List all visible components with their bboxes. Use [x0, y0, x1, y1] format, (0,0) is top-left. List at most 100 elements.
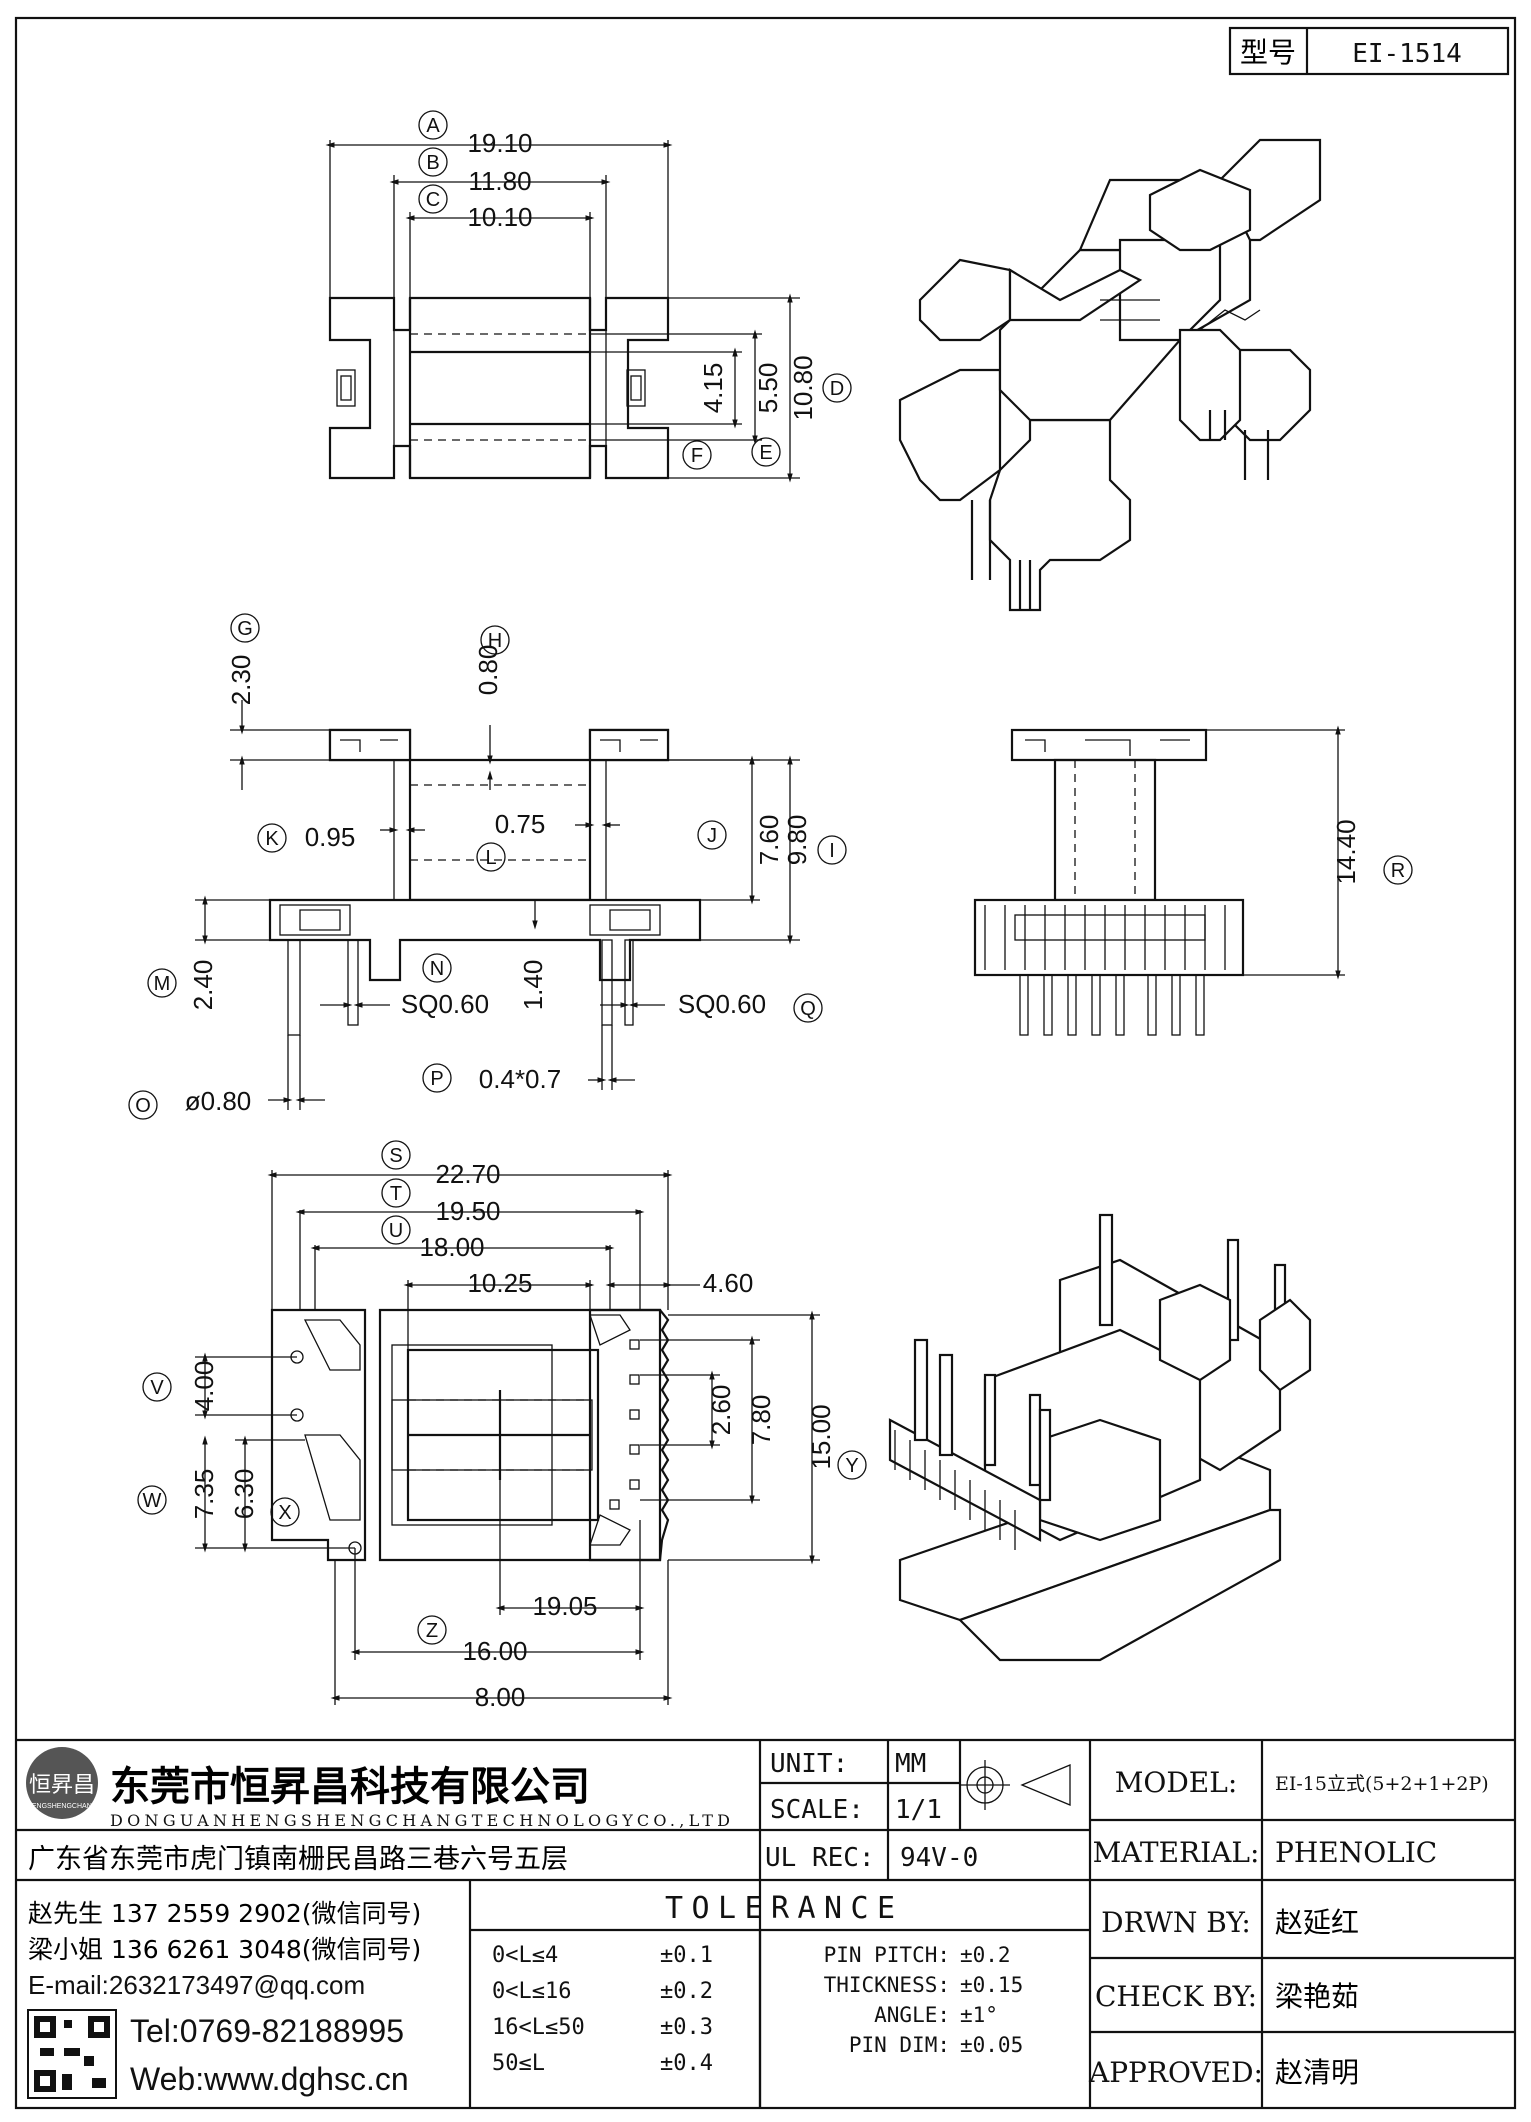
top-view: A B C 19.10 11.80 10.10 10.80 5.50 4.15 … [325, 110, 852, 483]
company-logo: 恒昇昌 HENGSHENGCHANG [26, 1747, 98, 1819]
isometric-view-top [898, 138, 1322, 612]
field-label-approved: APPROVED: [1088, 2056, 1263, 2089]
svg-text:D: D [830, 378, 844, 400]
dim-v: 4.00 [189, 1361, 219, 1412]
dim-m: 2.40 [188, 960, 218, 1011]
svg-text:E: E [759, 442, 772, 464]
isometric-view-bottom [888, 1213, 1312, 1662]
svg-text:L: L [485, 847, 496, 869]
pin-tol-value-3: ±1° [960, 2003, 998, 2027]
pin-tol-name-3: ANGLE: [874, 2003, 950, 2027]
company-tel: Tel:0769-82188995 [130, 2013, 404, 2049]
dim-y-2-60: 2.60 [706, 1385, 736, 1436]
svg-text:N: N [430, 958, 444, 980]
dim-z: 16.00 [462, 1636, 527, 1666]
scale-value: 1/1 [895, 1795, 942, 1825]
dim-u-10-25: 10.25 [467, 1268, 532, 1298]
company-name-cn: 东莞市恒昇昌科技有限公司 [110, 1764, 590, 1810]
tol-range-2: 0<L≤16 [492, 1979, 571, 2004]
svg-text:Y: Y [845, 1455, 858, 1477]
dim-n-1-40: 1.40 [518, 960, 548, 1011]
company-web: Web:www.dghsc.cn [130, 2061, 409, 2097]
model-box-label: 型号 [1240, 36, 1296, 69]
svg-text:Q: Q [800, 998, 816, 1020]
model-box-value: EI-1514 [1352, 39, 1462, 69]
svg-text:U: U [389, 1220, 403, 1242]
svg-text:X: X [278, 1502, 291, 1524]
svg-text:O: O [135, 1095, 151, 1117]
svg-text:P: P [430, 1068, 443, 1090]
contact-email: E-mail:2632173497@qq.com [28, 1970, 365, 2000]
dim-k: 0.95 [305, 822, 356, 852]
dim-e: 5.50 [753, 363, 783, 414]
field-value-model: EI-15立式(5+2+1+2P) [1275, 1773, 1489, 1795]
svg-text:I: I [829, 840, 835, 862]
dim-o: ø0.80 [185, 1086, 252, 1116]
svg-text:M: M [154, 973, 171, 995]
company-address: 广东省东莞市虎门镇南栅民昌路三巷六号五层 [28, 1844, 568, 1875]
dim-f: 4.15 [698, 363, 728, 414]
svg-text:C: C [426, 189, 440, 211]
ulrec-label: UL REC: [765, 1843, 875, 1873]
scale-label: SCALE: [770, 1795, 864, 1825]
model-box: 型号 EI-1514 [1228, 26, 1510, 76]
svg-text:Z: Z [426, 1620, 438, 1642]
dim-y-7-80: 7.80 [746, 1395, 776, 1446]
unit-label: UNIT: [770, 1749, 848, 1779]
tol-range-4: 50≤L [492, 2051, 545, 2076]
pin-tol-name-2: THICKNESS: [824, 1973, 950, 1997]
projection-symbol-icon [960, 1760, 1071, 1810]
company-name-en: DONGUANHENGSHENGCHANGTECHNOLOGYCO.,LTD [110, 1811, 730, 1830]
qr-code [27, 2009, 117, 2099]
svg-text:S: S [389, 1145, 402, 1167]
contact-1: 赵先生 137 2559 2902(微信同号) [28, 1899, 421, 1928]
pin-tol-name-1: PIN PITCH: [824, 1943, 950, 1967]
title-block: 恒昇昌 HENGSHENGCHANG 东莞市恒昇昌科技有限公司 DONGUANH… [16, 1738, 1515, 2108]
tol-value-1: ±0.1 [660, 1943, 713, 1968]
dim-u-4-60: 4.60 [703, 1268, 754, 1298]
svg-text:恒昇昌: 恒昇昌 [29, 1773, 95, 1798]
field-label-model: MODEL: [1115, 1766, 1238, 1799]
dim-c: 10.10 [467, 202, 532, 232]
svg-text:K: K [265, 828, 279, 850]
svg-text:V: V [150, 1377, 164, 1399]
dim-x: 6.30 [229, 1469, 259, 1520]
side-view: 14.40 R [973, 725, 1413, 1036]
pin-tol-value-4: ±0.05 [960, 2033, 1023, 2057]
dim-w: 7.35 [189, 1469, 219, 1520]
dim-y: 15.00 [806, 1404, 836, 1469]
tol-value-4: ±0.4 [660, 2051, 713, 2076]
unit-value: MM [895, 1749, 926, 1779]
bottom-view: S T U 22.70 19.50 18.00 10.25 4.60 4.00 … [137, 1140, 867, 1712]
dim-p: 0.4*0.7 [479, 1064, 561, 1094]
dim-s: 22.70 [435, 1159, 500, 1189]
dim-l: 0.75 [495, 809, 546, 839]
contact-2: 梁小姐 136 6261 3048(微信同号) [28, 1935, 421, 1964]
svg-text:W: W [143, 1490, 162, 1512]
field-label-material: MATERIAL: [1093, 1836, 1260, 1869]
field-label-drawn-by: DRWN BY: [1101, 1906, 1251, 1939]
dim-n-sq: SQ0.60 [401, 989, 489, 1019]
svg-text:F: F [691, 445, 703, 467]
tol-value-3: ±0.3 [660, 2015, 713, 2040]
dim-z-8-00: 19.05 [532, 1591, 597, 1621]
dim-r: 14.40 [1331, 819, 1361, 884]
tol-value-2: ±0.2 [660, 1979, 713, 2004]
sheet-border [14, 16, 1517, 2110]
field-value-material: PHENOLIC [1275, 1836, 1437, 1869]
svg-text:B: B [426, 152, 439, 174]
front-view: 2.30 G 0.80 H 0.95 K 0.75 L 7.60 9.80 J … [128, 613, 847, 1120]
svg-text:R: R [1391, 860, 1405, 882]
dim-g: 2.30 [226, 655, 256, 706]
tol-range-1: 0<L≤4 [492, 1943, 558, 1968]
field-value-approved: 赵清明 [1275, 2056, 1359, 2089]
tol-range-3: 16<L≤50 [492, 2015, 585, 2040]
dim-z-19-05: 8.00 [475, 1682, 526, 1712]
svg-text:HENGSHENGCHANG: HENGSHENGCHANG [27, 1803, 97, 1810]
ulrec-value: 94V-0 [900, 1843, 978, 1873]
dim-b: 11.80 [468, 166, 531, 196]
pin-tol-value-2: ±0.15 [960, 1973, 1023, 1997]
dim-u: 18.00 [419, 1232, 484, 1262]
tolerance-title: TOLERANCE [665, 1891, 895, 1926]
